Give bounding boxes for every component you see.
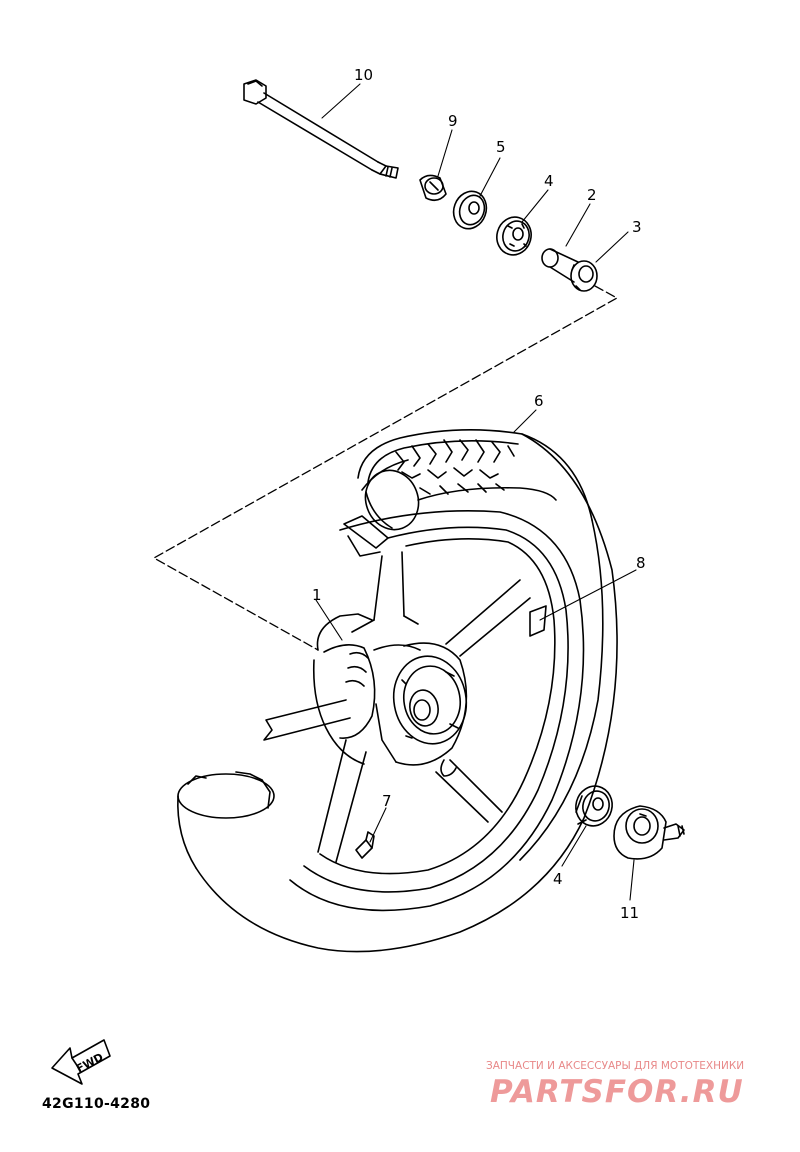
axle-part: [243, 79, 399, 179]
callout-collar: 9: [448, 112, 458, 130]
watermark-brand: PARTSFOR.RU: [490, 1074, 744, 1110]
callout-balance-weight: 8: [636, 554, 646, 572]
bearing-upper-part: [496, 216, 532, 256]
callout-wheel: 1: [312, 586, 322, 604]
callout-tire: 6: [534, 392, 544, 410]
callout-oil-seal: 5: [496, 138, 506, 156]
forward-arrow-icon: FWD: [51, 1039, 111, 1085]
bearing-lower-part: [575, 785, 613, 827]
callout-spacer: 2: [587, 186, 597, 204]
collar-part: [419, 174, 447, 202]
oil-seal-part: [452, 190, 488, 230]
tire-part: [177, 429, 618, 953]
callout-labels: 10 9 5 4 2 3 6 8 1 7 4 11: [312, 66, 646, 922]
callout-axle: 10: [354, 66, 373, 84]
assembly-guide-lines: [153, 285, 618, 651]
callout-spacer-flange: 3: [632, 218, 642, 236]
watermark-tagline: ЗАПЧАСТИ И АКСЕССУАРЫ ДЛЯ МОТОТЕХНИКИ: [486, 1060, 745, 1072]
callout-bearing-right: 4: [553, 870, 563, 888]
callout-valve: 7: [382, 792, 392, 810]
gear-unit-part: [613, 805, 685, 860]
diagram-code: 42G110-4280: [42, 1096, 151, 1112]
spacer-part: [541, 248, 598, 292]
leader-lines: [315, 83, 637, 901]
callout-bearing-left: 4: [544, 172, 554, 190]
callout-gear-unit: 11: [620, 904, 639, 922]
wheel-part: [263, 510, 585, 912]
